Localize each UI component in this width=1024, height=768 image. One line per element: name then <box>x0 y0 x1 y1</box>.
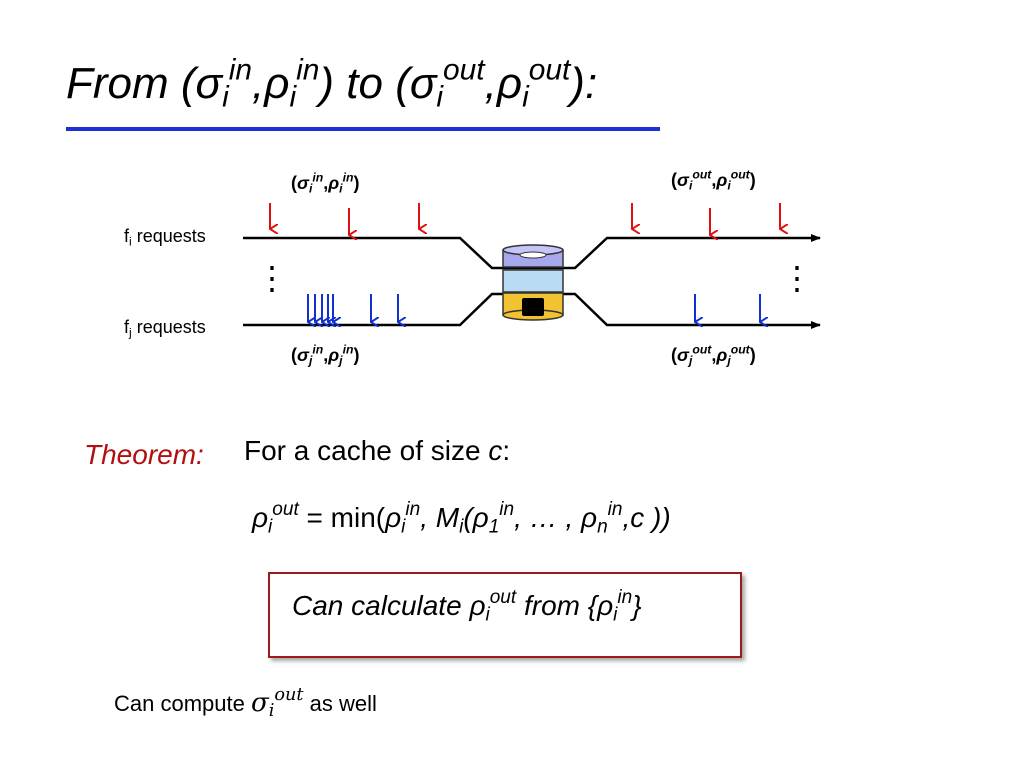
slide-title: From (σiin,ρiin) to (σiout,ρiout): <box>66 53 598 114</box>
ellipsis-right: ⋮ <box>781 260 813 296</box>
footnote-text: Can compute σiout as well <box>114 685 377 721</box>
fj-requests-label: fj requests <box>124 317 206 340</box>
fi-flow-line <box>243 234 821 270</box>
callout-text: Can calculate ρiout from {ρiin} <box>292 587 642 626</box>
fj-arrows <box>307 294 760 322</box>
sigma-symbol: σiout <box>250 685 304 721</box>
fj-input-rate-label: (σjin,ρjin) <box>291 342 360 368</box>
ellipsis-left: ⋮ <box>256 260 288 296</box>
callout-box <box>268 572 742 658</box>
fj-output-rate-label: (σjout,ρjout) <box>671 342 756 368</box>
cache-flow-diagram <box>243 203 821 329</box>
fi-requests-label: fi requests <box>124 226 206 249</box>
fi-input-rate-label: (σiin,ρiin) <box>291 170 360 196</box>
fi-arrows <box>269 203 780 235</box>
title-underline <box>66 127 660 131</box>
theorem-statement: For a cache of size c: <box>244 435 511 466</box>
theorem-formula: ρiout = min(ρiin, Mi(ρ1in, … , ρnin,c )) <box>252 499 671 538</box>
theorem-label: Theorem: <box>84 439 204 470</box>
fi-output-rate-label: (σiout,ρiout) <box>671 167 756 193</box>
cache-icon <box>502 244 564 321</box>
